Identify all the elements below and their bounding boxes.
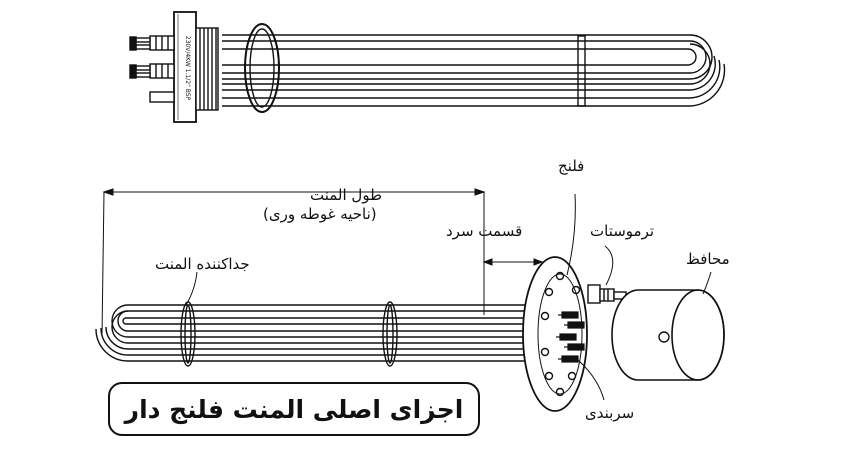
cold-section-dimension — [482, 255, 544, 268]
terminal-block — [556, 311, 585, 363]
top-element-view: 230V/4KW 1.1/2" BSP — [129, 11, 726, 123]
thermostat — [587, 284, 627, 304]
cover-cap — [611, 289, 725, 381]
top-heater-tubes — [222, 34, 726, 107]
length-label: طول المنت — [310, 186, 383, 204]
cold-section-label: قسمت سرد — [446, 222, 523, 240]
thermostat-label: ترموستات — [590, 222, 655, 240]
top-plug-engraving: 230V/4KW 1.1/2" BSP — [184, 36, 191, 101]
flange-label: فلنج — [558, 157, 585, 175]
flange — [522, 256, 588, 412]
top-o-ring-inner — [249, 28, 275, 108]
top-band-clamp — [577, 35, 586, 107]
cover-label: محافظ — [686, 250, 730, 268]
leader-lines — [185, 193, 712, 401]
separator-label: جداکننده المنت — [155, 255, 250, 273]
immersion-zone-label: (ناحیه غوطه وری) — [263, 205, 377, 223]
bottom-heater-tubes — [95, 304, 535, 362]
top-terminals — [129, 35, 175, 103]
title-box: اجزای اصلی المنت فلنج دار — [108, 382, 480, 436]
top-threaded-plug — [173, 11, 219, 123]
terminal-label: سربندی — [585, 404, 635, 422]
top-o-ring — [244, 23, 280, 113]
tube-separators — [180, 301, 398, 367]
length-dimension — [101, 188, 486, 336]
diagram-title: اجزای اصلی المنت فلنج دار — [124, 394, 464, 424]
